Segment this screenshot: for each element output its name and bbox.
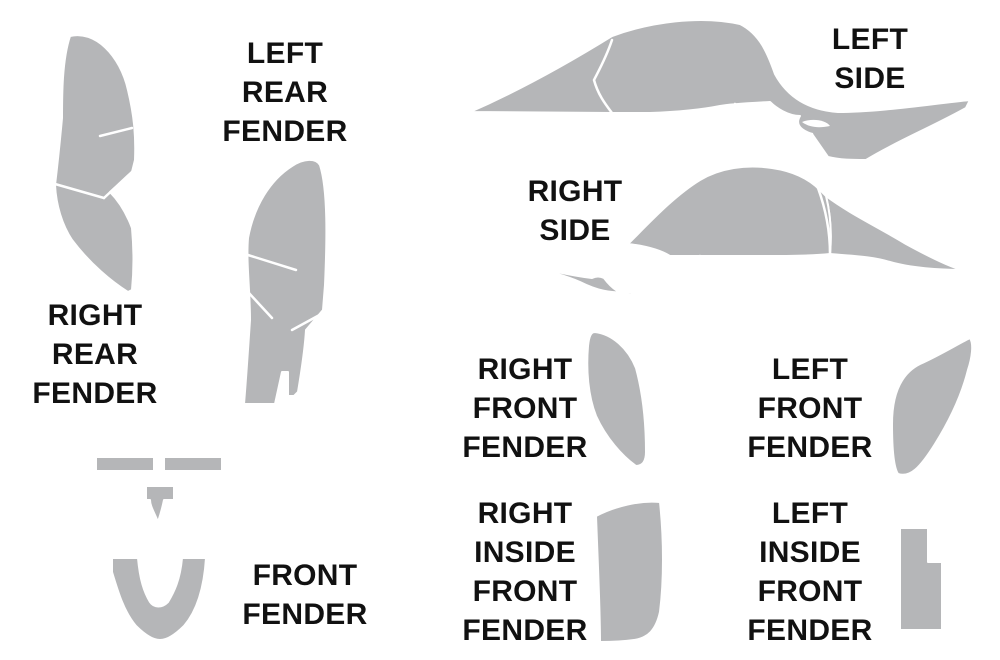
right-front-fender-piece (586, 331, 647, 467)
right-side-piece (467, 165, 963, 296)
label-left-inside-front-fender: LEFT INSIDE FRONT FENDER (747, 497, 873, 647)
right-rear-fender-piece (53, 34, 137, 293)
label-left-rear-fender: LEFT REAR FENDER (222, 37, 348, 148)
front-fender-tab (145, 485, 175, 523)
left-side-piece (469, 19, 971, 161)
label-right-front-fender: RIGHT FRONT FENDER (462, 353, 588, 464)
label-left-front-fender: LEFT FRONT FENDER (747, 353, 873, 464)
label-left-side: LEFT SIDE (831, 23, 909, 95)
label-front-fender: FRONT FENDER (242, 559, 368, 631)
left-inside-front-fender-piece (899, 527, 943, 631)
front-fender-strips (95, 456, 223, 472)
right-inside-front-fender-piece (595, 500, 664, 643)
left-rear-fender-piece (243, 158, 328, 405)
left-front-fender-piece (891, 337, 974, 476)
label-right-side: RIGHT SIDE (527, 175, 623, 247)
front-fender-piece (111, 557, 207, 641)
label-right-rear-fender: RIGHT REAR FENDER (32, 299, 158, 410)
label-right-inside-front-fender: RIGHT INSIDE FRONT FENDER (462, 497, 588, 647)
